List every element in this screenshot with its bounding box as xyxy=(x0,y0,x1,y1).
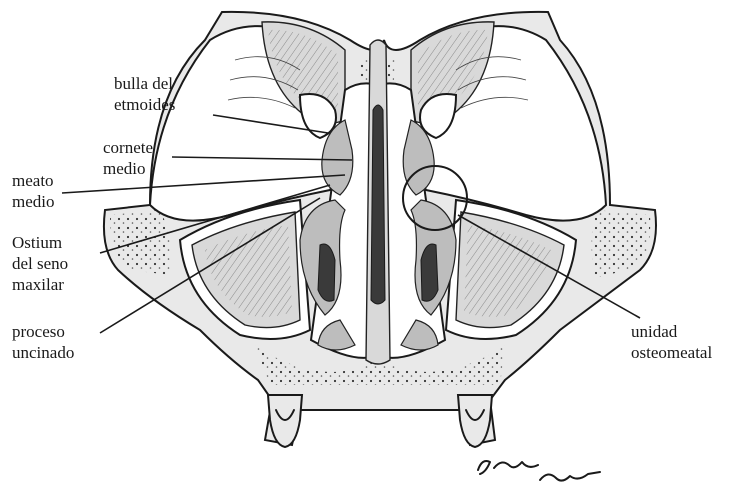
label-cornete-line1: cornete xyxy=(103,137,153,158)
label-ostium-line1: Ostium xyxy=(12,232,68,253)
label-proceso-uncinado: proceso uncinado xyxy=(12,321,74,363)
label-unidad-line2: osteomeatal xyxy=(631,342,712,363)
label-meato-line2: medio xyxy=(12,191,55,212)
label-bulla-del-etmoides: bulla del etmoides xyxy=(114,73,175,115)
label-meato-medio: meato medio xyxy=(12,170,55,212)
label-unidad-line1: unidad xyxy=(631,321,712,342)
label-unidad-osteomeatal: unidad osteomeatal xyxy=(631,321,712,363)
label-ostium-line3: maxilar xyxy=(12,274,68,295)
label-proceso-line1: proceso xyxy=(12,321,74,342)
artist-signature xyxy=(478,461,600,481)
label-bulla-line2: etmoides xyxy=(114,94,175,115)
label-bulla-line1: bulla del xyxy=(114,73,175,94)
label-meato-line1: meato xyxy=(12,170,55,191)
label-cornete-medio: cornete medio xyxy=(103,137,153,179)
label-ostium-del-seno-maxilar: Ostium del seno maxilar xyxy=(12,232,68,295)
label-proceso-line2: uncinado xyxy=(12,342,74,363)
label-ostium-line2: del seno xyxy=(12,253,68,274)
label-cornete-line2: medio xyxy=(103,158,153,179)
